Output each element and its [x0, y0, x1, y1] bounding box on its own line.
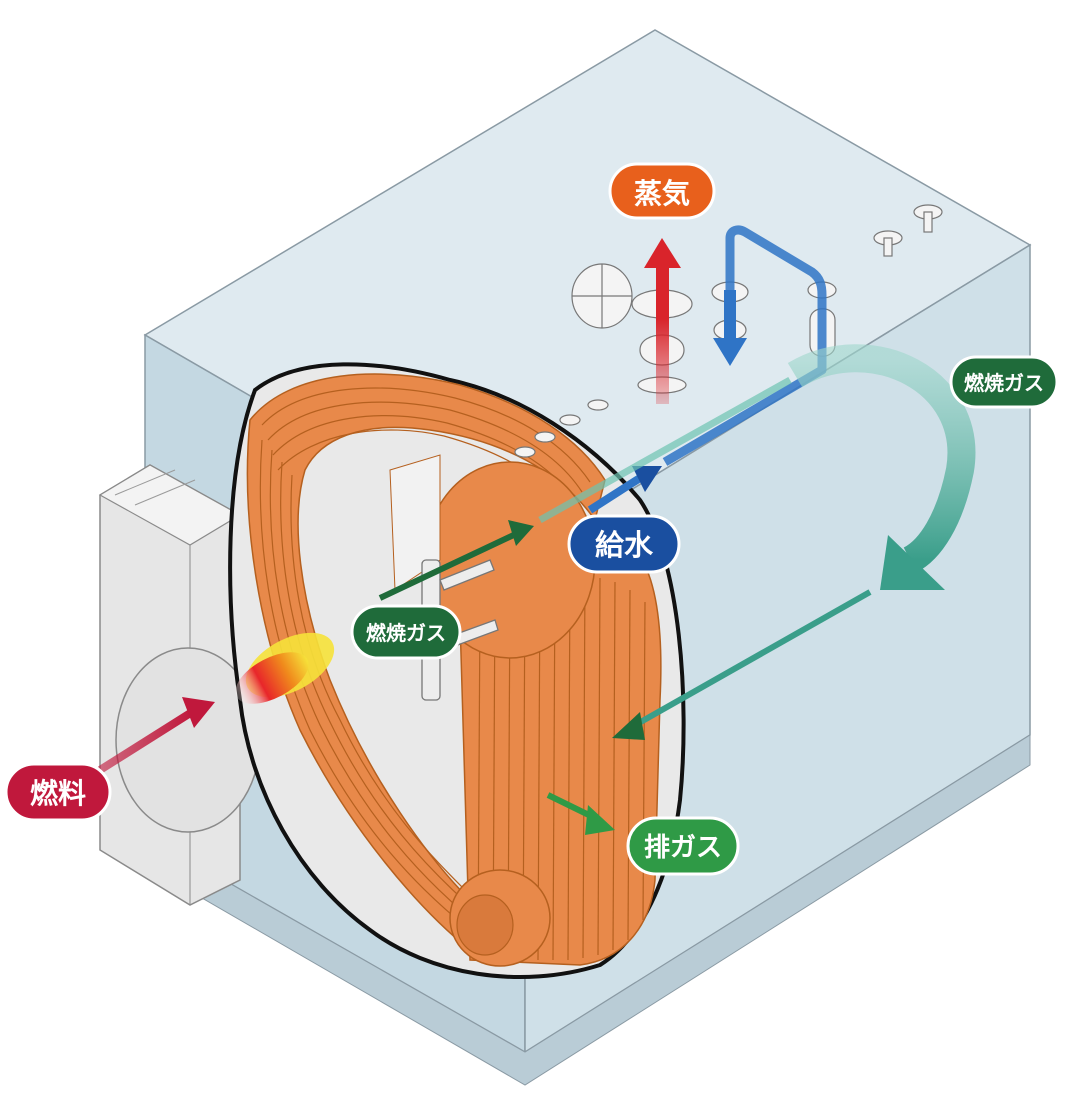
arrow-down-icon: [713, 290, 747, 366]
combustion-gas-label-right: 燃焼ガス: [949, 355, 1059, 409]
svg-text:燃焼ガス: 燃焼ガス: [366, 621, 446, 645]
svg-text:給水: 給水: [595, 528, 654, 562]
svg-text:排ガス: 排ガス: [644, 833, 722, 863]
gas-arrow-green: [378, 520, 534, 601]
gas-return-arrow: [612, 589, 872, 740]
exhaust-gas-label: 排ガス: [626, 816, 740, 876]
gas-return-arc: [787, 344, 976, 590]
arrow-up-icon: [644, 238, 681, 404]
gas-flow-line-top: [538, 376, 792, 524]
feedwater-in-arrow: [587, 466, 662, 514]
steam-label: 蒸気: [608, 162, 716, 220]
fuel-label: 燃料: [4, 762, 112, 822]
svg-text:燃料: 燃料: [30, 777, 86, 810]
exhaust-arrow: [546, 792, 615, 835]
arrow-right-icon: [97, 697, 215, 774]
flame-icon: [235, 632, 335, 704]
svg-text:燃焼ガス: 燃焼ガス: [964, 371, 1044, 395]
svg-text:蒸気: 蒸気: [634, 177, 690, 210]
feedwater-label: 給水: [567, 514, 681, 574]
feedwater-pipe: [662, 225, 827, 466]
combustion-gas-label-center: 燃焼ガス: [350, 604, 462, 660]
